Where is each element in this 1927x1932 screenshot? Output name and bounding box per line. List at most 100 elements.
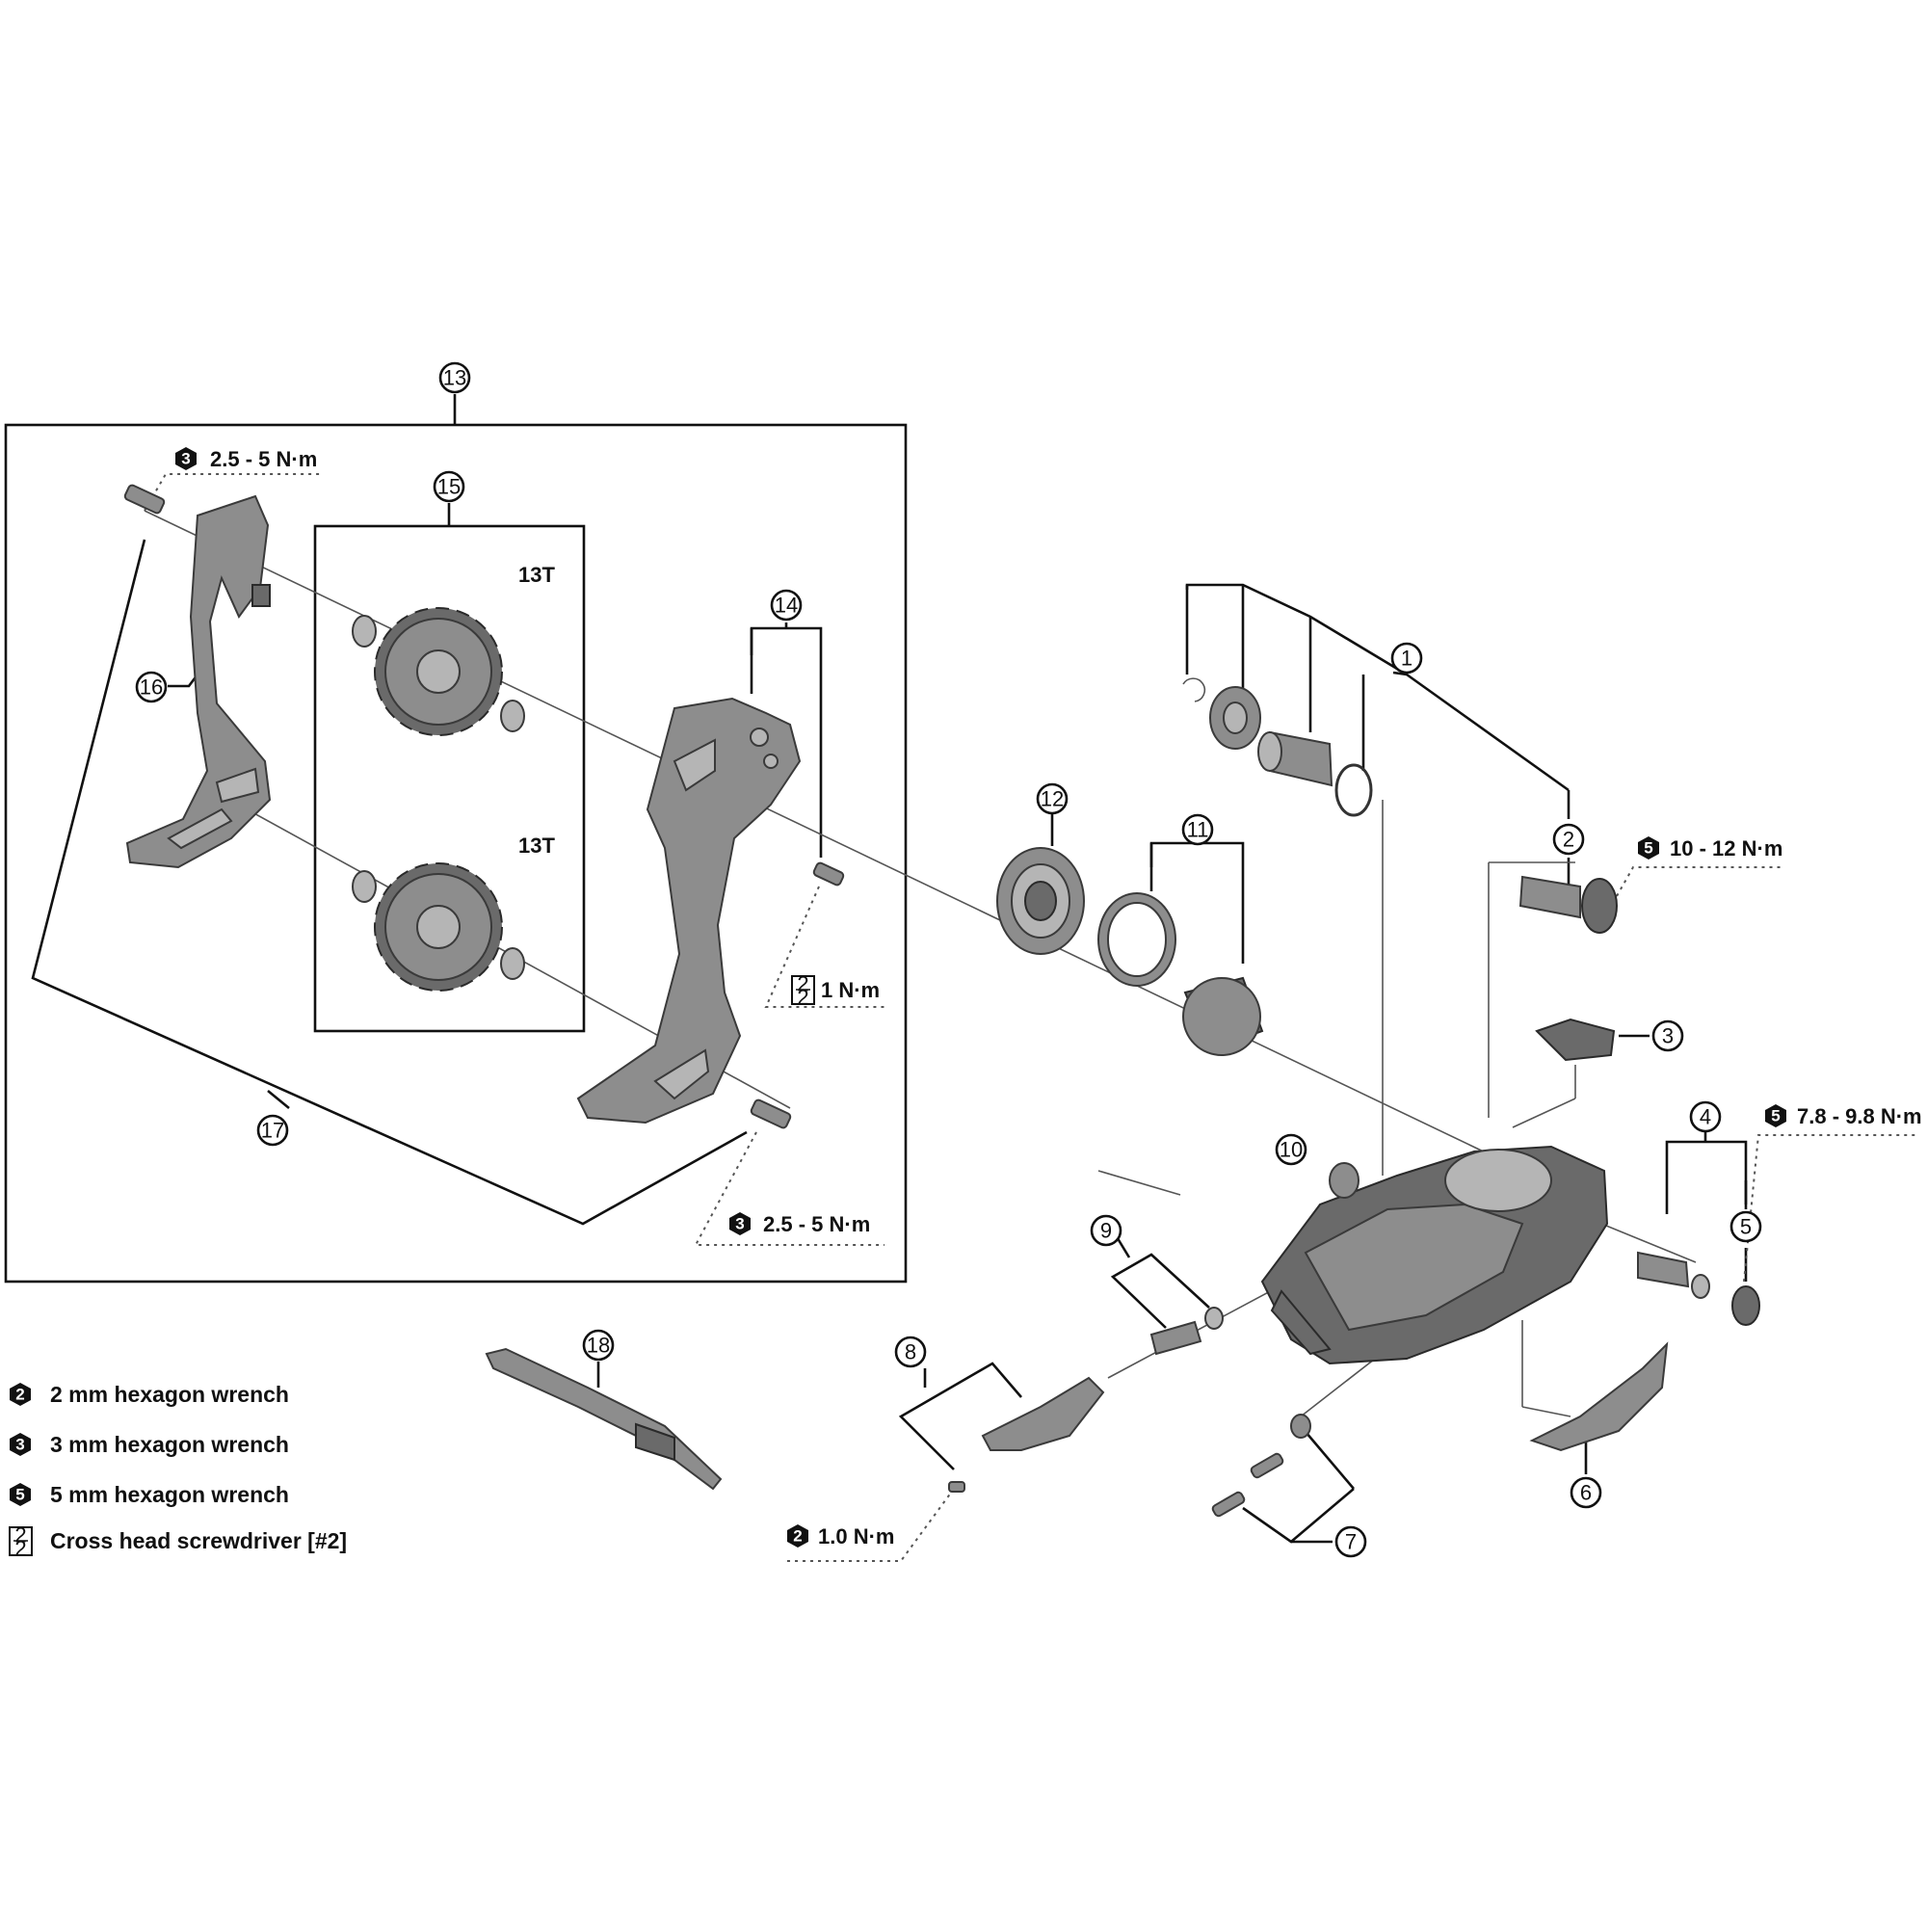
bracket-4 (1665, 1140, 1748, 1214)
bracket-7 (1242, 1488, 1355, 1544)
cover-3 (1535, 1018, 1616, 1062)
tool-18 (485, 1347, 723, 1491)
svg-text:7: 7 (1345, 1530, 1357, 1554)
svg-text:2: 2 (797, 972, 808, 996)
svg-text:5 mm hexagon wrench: 5 mm hexagon wrench (50, 1482, 289, 1507)
svg-text:6: 6 (1580, 1481, 1592, 1505)
svg-text:1.0 N·m: 1.0 N·m (818, 1524, 894, 1548)
torque-bottom-left: 3 2.5 - 5 N·m (729, 1212, 870, 1236)
svg-text:5: 5 (1644, 839, 1652, 858)
svg-text:10 - 12 N·m: 10 - 12 N·m (1670, 836, 1782, 860)
svg-text:Cross head screwdriver [#2]: Cross head screwdriver [#2] (50, 1528, 347, 1553)
upper-pulley (374, 607, 503, 736)
svg-text:8: 8 (905, 1340, 916, 1364)
svg-text:7.8 - 9.8 N·m: 7.8 - 9.8 N·m (1797, 1104, 1922, 1128)
svg-text:9: 9 (1100, 1219, 1112, 1243)
bracket-bolt-4-5 (1637, 1251, 1760, 1326)
tool-legend: 2 2 mm hexagon wrench 3 3 mm hexagon wre… (9, 1382, 347, 1561)
torque-top-left: 3 2.5 - 5 N·m (175, 447, 317, 471)
svg-text:5: 5 (1771, 1107, 1780, 1125)
svg-text:5: 5 (15, 1486, 24, 1504)
legend-item-screwdriver: 2 2 Cross head screwdriver [#2] (9, 1523, 347, 1561)
callout-9: 9 (1090, 1214, 1122, 1247)
svg-text:15: 15 (437, 475, 461, 499)
torque-cross: 2 2 1 N·m (791, 972, 880, 1010)
svg-text:5: 5 (1740, 1215, 1752, 1239)
callout-8: 8 (894, 1336, 927, 1368)
main-body (1260, 1145, 1609, 1365)
bracket-8 (898, 1362, 1022, 1470)
svg-text:13: 13 (443, 366, 466, 390)
svg-text:3 mm hexagon wrench: 3 mm hexagon wrench (50, 1432, 289, 1457)
guard-6 (1529, 1341, 1669, 1452)
svg-text:11: 11 (1187, 818, 1209, 842)
pin-9 (1149, 1307, 1224, 1356)
screws-7 (1211, 1414, 1311, 1518)
legend-item-3mm: 3 3 mm hexagon wrench (10, 1432, 289, 1457)
svg-text:2: 2 (793, 1527, 802, 1546)
svg-text:1: 1 (1401, 647, 1412, 671)
cap-10 (1329, 1162, 1359, 1199)
tree-1 (1185, 583, 1408, 676)
svg-text:2.5 - 5 N·m: 2.5 - 5 N·m (210, 447, 317, 471)
svg-text:2 mm hexagon wrench: 2 mm hexagon wrench (50, 1382, 289, 1407)
hex-wrench-icon (1638, 836, 1659, 860)
svg-text:3: 3 (735, 1215, 744, 1233)
hex-wrench-icon (729, 1212, 751, 1235)
callout-14: 14 (770, 589, 803, 622)
callout-16: 16 (135, 671, 168, 703)
torque-bracket: 5 7.8 - 9.8 N·m (1765, 1104, 1922, 1128)
svg-text:14: 14 (775, 594, 798, 618)
callout-4: 4 (1689, 1100, 1722, 1133)
svg-text:2: 2 (14, 1523, 26, 1548)
hex-wrench-icon (1765, 1104, 1786, 1127)
torque-axle: 5 10 - 12 N·m (1638, 836, 1782, 860)
axle-group-1 (1182, 677, 1373, 817)
svg-text:1 N·m: 1 N·m (821, 978, 880, 1002)
outer-plate-16 (125, 494, 272, 869)
svg-text:18: 18 (587, 1334, 610, 1358)
callout-5: 5 (1729, 1210, 1762, 1243)
svg-text:2.5 - 5 N·m: 2.5 - 5 N·m (763, 1212, 870, 1236)
lower-pulley-teeth: 13T (518, 834, 555, 858)
svg-text:4: 4 (1700, 1105, 1711, 1129)
svg-text:17: 17 (261, 1119, 284, 1143)
svg-text:10: 10 (1280, 1138, 1303, 1162)
washers (352, 615, 525, 980)
svg-text:2: 2 (15, 1386, 24, 1404)
callout-3: 3 (1651, 1019, 1684, 1052)
hex-wrench-icon (787, 1524, 808, 1548)
callout-2: 2 (1552, 823, 1585, 856)
callout-13: 13 (438, 361, 471, 394)
bracket-9 (1110, 1253, 1210, 1329)
svg-text:3: 3 (181, 450, 190, 468)
callout-1: 1 (1390, 642, 1423, 675)
cage-ring-12 (996, 847, 1085, 955)
callouts: 13 15 14 16 17 12 11 1 2 3 4 5 10 9 8 6 … (135, 361, 1762, 1558)
guide-8 (948, 1376, 1105, 1493)
callout-15: 15 (433, 470, 465, 503)
legend-item-2mm: 2 2 mm hexagon wrench (10, 1382, 289, 1407)
callout-7: 7 (1334, 1525, 1367, 1558)
svg-text:12: 12 (1041, 787, 1064, 811)
callout-12: 12 (1036, 782, 1069, 815)
svg-text:16: 16 (140, 675, 163, 700)
hex-wrench-icon (175, 447, 197, 470)
callout-10: 10 (1275, 1133, 1307, 1166)
assembly-outlines (4, 394, 1748, 1544)
legend-item-5mm: 5 5 mm hexagon wrench (10, 1482, 289, 1507)
mounting-bolt-2 (1518, 875, 1618, 934)
svg-text:2: 2 (14, 1537, 26, 1561)
plate-bolts (123, 484, 845, 1129)
svg-text:3: 3 (1662, 1024, 1674, 1048)
svg-text:3: 3 (15, 1436, 24, 1454)
lower-pulley (374, 862, 503, 992)
inner-plate-14 (576, 697, 802, 1125)
hex-wrench-icon (10, 1483, 31, 1506)
callout-18: 18 (582, 1329, 615, 1362)
svg-text:2: 2 (1563, 828, 1574, 852)
svg-text:2: 2 (797, 986, 808, 1010)
callout-6: 6 (1570, 1476, 1602, 1509)
